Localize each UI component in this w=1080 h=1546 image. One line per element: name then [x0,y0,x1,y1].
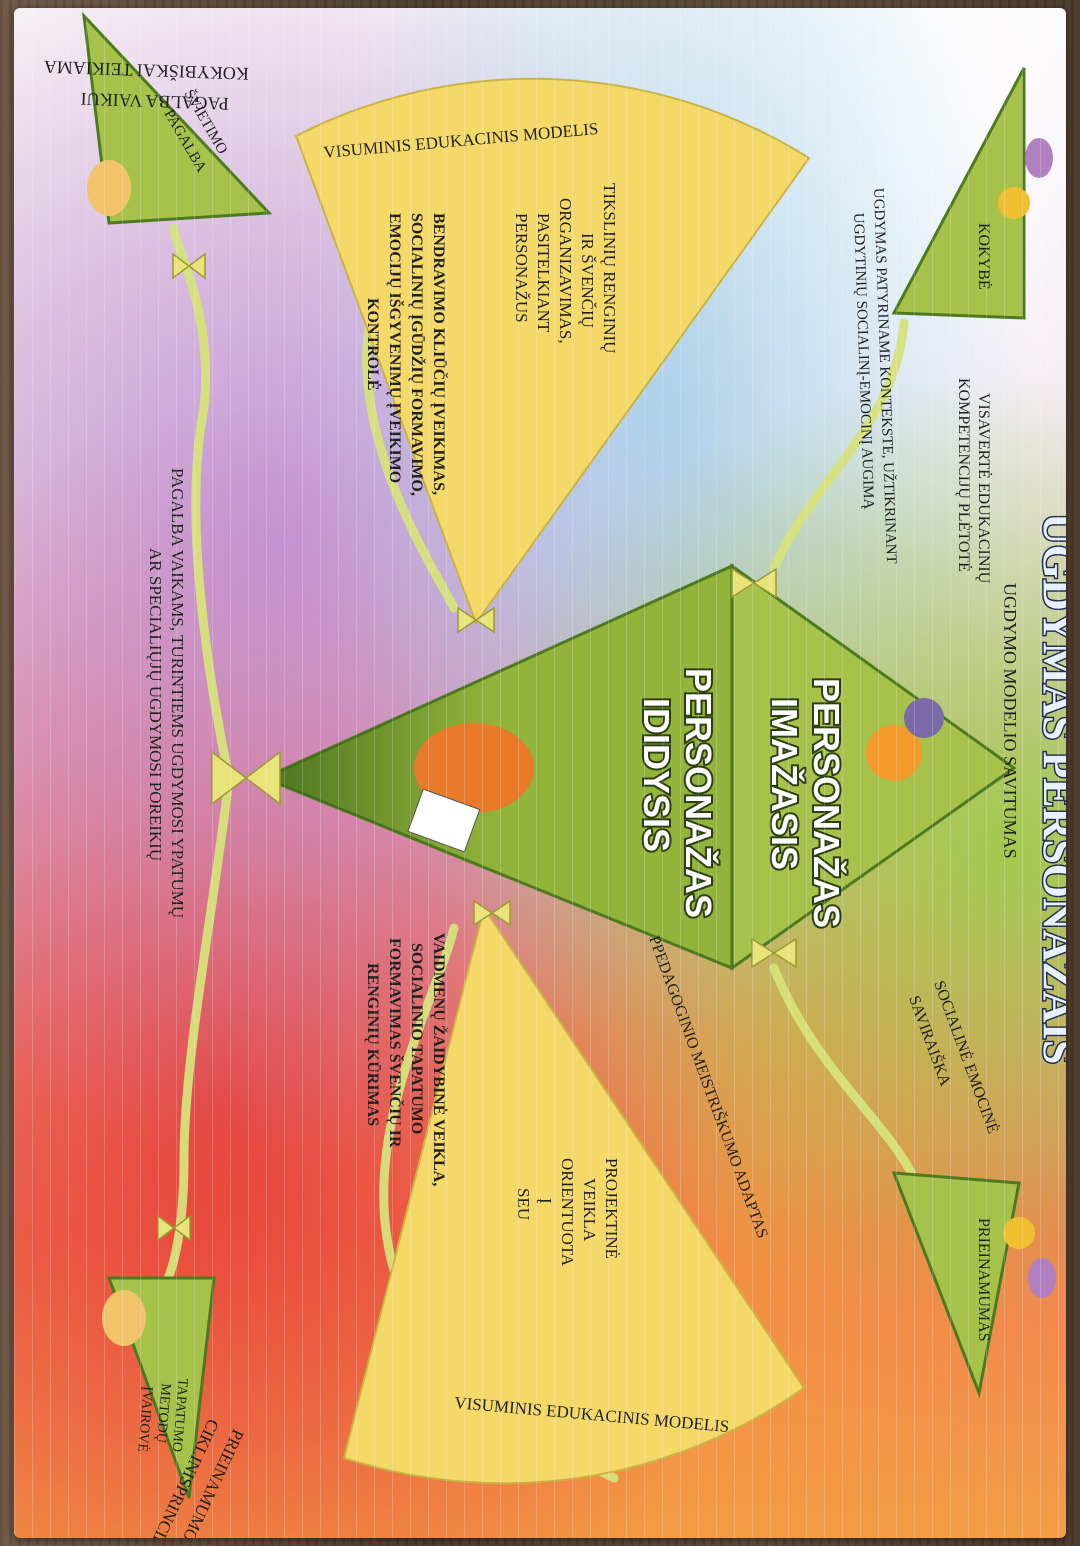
triangle-svietimo [81,11,273,225]
bendravimo-4: KONTROLĖ [364,298,383,390]
hand-bottom-icon [102,1290,146,1346]
vaidmenu-1: VAIDMENŲ ŽAIDYBINĖ VEIKLA, [430,933,449,1186]
poster-artwork: UGDYMAS PERSONAŽAIS UGDYMO MODELIO SAVIT… [43,11,1066,1538]
fan-bottom [342,905,806,1485]
vaidmenu-4: RENGINIŲ KŪRIMAS [364,963,382,1126]
fan-top-body-5: PERSONAŽUS [512,213,531,323]
fan-bottom-body-5: SEU [514,1188,533,1220]
fan-top [294,77,811,626]
fan-bottom-body-1: PROJEKTINĖ [602,1158,621,1259]
pagalba-1: PAGALBA VAIKAMS, TURINTIEMS UGDYMOSI YPA… [168,468,187,918]
fan-bottom-body-4: Į [536,1198,555,1204]
center-upper-line-1: PERSONAŽAS [806,678,848,928]
fan-top-body-4: PASITELKIANT [534,213,553,333]
squirrel-small-icon [866,698,944,781]
squirrel-big-icon [407,723,534,853]
fan-bottom-body-3: ORIENTUOTA [558,1158,577,1267]
vaidmenu-3: FORMAVIMAS ŠVENČIŲ IR [386,938,405,1148]
hand-top-icon [87,160,131,216]
pagalba-2: AR SPECIALIŲJŲ UGDYMOSI POREIKIŲ [146,548,165,861]
poster-title: UGDYMAS PERSONAŽAIS [1034,513,1066,1064]
bird-bottom-icon [1003,1217,1056,1298]
printed-poster: UGDYMAS PERSONAŽAIS UGDYMO MODELIO SAVIT… [14,8,1066,1538]
center-lower-line-1: PERSONAŽAS [678,668,720,918]
poster-subtitle: UGDYMO MODELIO SAVITUMAS [1000,583,1020,859]
bendravimo-3: EMOCIJŲ IŠGYVENIMŲ ĮVEIKIMO [386,213,405,483]
bendravimo-2: SOCIALINIŲ ĮGŪDŽIŲ FORMAVIMO, [408,213,427,496]
center-lower-line-2: IDIDYSIS [636,698,677,852]
bendravimo-1: BENDRAVIMO KLIŪČIŲ ĮVEIKIMAS, [430,213,449,495]
vaidmenu-2: SOCIALINIO TAPATUMO [408,943,425,1134]
fan-top-body-1: TIKSLINIŲ RENGINIŲ [600,183,619,353]
triangle-prieinamumas [891,1171,1021,1399]
kompetenciju-2: KOMPETENCIJŲ PLĖTOTĖ [955,378,973,572]
bird-top-icon [998,138,1053,219]
tapatumo-label-2: METODŲ [153,1383,173,1444]
bow-decorations [157,252,797,1242]
header-kokybiskai-2: PAGALBA VAIKUI [80,89,229,114]
tapatumo-label-3: ĮVAIROVĖ [134,1386,156,1453]
center-upper-line-2: IMAŽASIS [764,698,806,870]
fan-top-body-2: IR ŠVENČIŲ [578,233,597,328]
fan-top-body-3: ORGANIZAVIMAS, [556,198,575,344]
header-kokybiskai-1: KOKYBIŠKAI TEIKIAMA [43,57,249,85]
tapatumo-label-1: TAPATUMO [169,1378,190,1453]
patiriamas-2: UGDYTINIŲ SOCIALINĮ-EMOCINĮ AUGIMĄ [850,213,876,510]
prieinamumas-label: PRIEINAMUMAS [975,1218,992,1342]
kompetenciju-1: VISAVERTĖ EDUKACINIŲ [975,393,993,584]
fan-bottom-body-2: VEIKLA [580,1178,599,1242]
kokybe-label: KOKYBĖ [975,223,993,290]
